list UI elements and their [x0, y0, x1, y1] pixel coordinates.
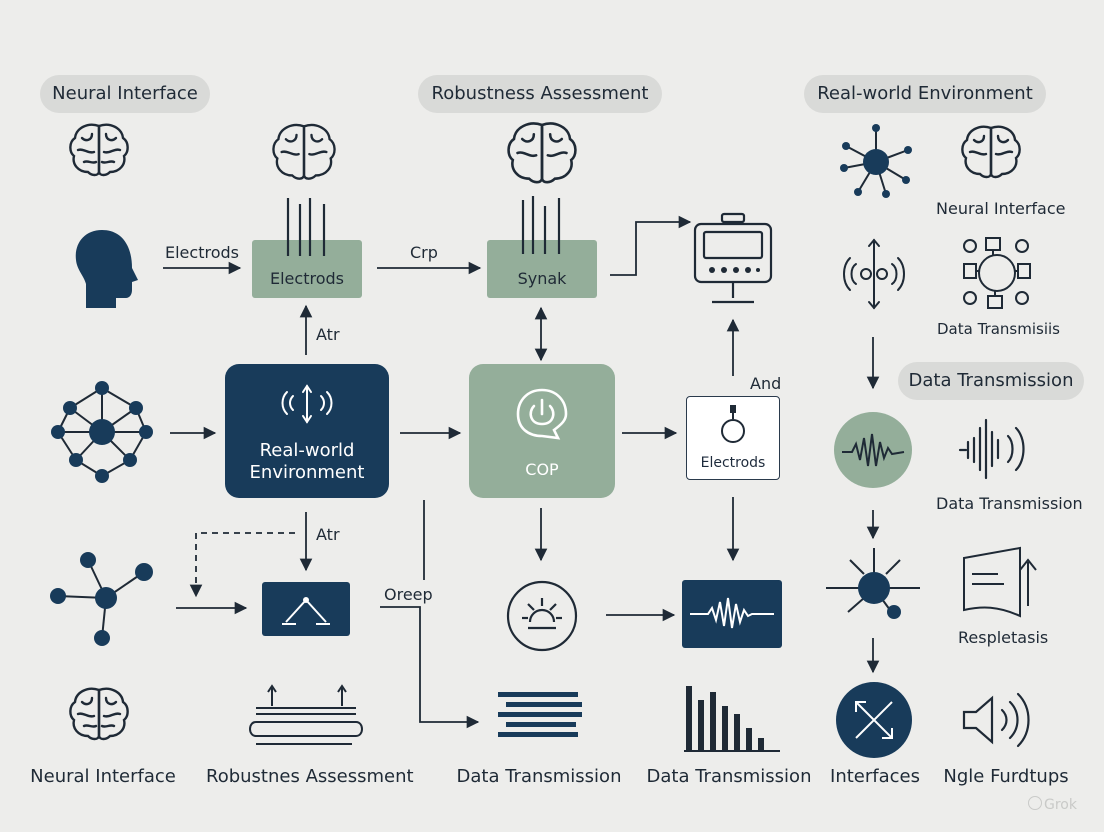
header-neural-interface: Neural Interface	[40, 75, 210, 113]
edge-label-oreep: Oreep	[384, 585, 433, 604]
triangle-icon	[282, 597, 330, 625]
crossed-arrows-circle	[836, 682, 912, 758]
cop-label: COP	[525, 460, 559, 479]
speaker-wave-icon	[962, 692, 1030, 748]
power-chat-icon	[516, 388, 568, 440]
real-world-environment-box: Real-world Environment	[225, 364, 389, 498]
real-world-environment-label: Real-world Environment	[249, 440, 365, 483]
head-profile-icon	[75, 230, 138, 308]
network-node-icon	[51, 381, 153, 483]
edge-label-electrods: Electrods	[165, 243, 239, 262]
bottom-label-robustness: Robustnes Assessment	[206, 766, 414, 787]
edge-label-and: And	[750, 374, 782, 393]
molecule-icon	[50, 552, 153, 646]
brain-icon	[69, 687, 129, 741]
bottom-label-data-transmission-2: Data Transmission	[646, 766, 812, 787]
synak-box: Synak	[487, 196, 597, 298]
brain-icon	[961, 125, 1021, 179]
edge-label-atr-top: Atr	[316, 325, 340, 344]
bottom-label-neural-interface: Neural Interface	[30, 766, 176, 787]
edge-label-crp: Crp	[410, 243, 438, 262]
pulse-circle	[834, 412, 912, 488]
bidirectional-signal-icon	[843, 238, 905, 310]
crossed-arrows-icon	[855, 701, 893, 739]
monitor-device-icon	[693, 212, 773, 304]
right-label-respletasis: Respletasis	[958, 628, 1049, 647]
sensor-icon	[721, 405, 745, 443]
text-lines-icon	[498, 692, 582, 737]
edge-label-atr-bottom: Atr	[316, 525, 340, 544]
circuit-network-icon	[963, 237, 1031, 309]
electrodes-device-box: Electrods	[686, 396, 780, 480]
sound-wave-icon	[958, 418, 1025, 480]
right-label-data-transmission: Data Transmission	[936, 494, 1083, 513]
cop-box: COP	[469, 364, 615, 498]
electrodes-box: Electrods	[252, 198, 362, 298]
signal-waves-icon	[281, 384, 333, 424]
waveform-box	[682, 580, 782, 648]
hub-node-icon	[840, 124, 912, 198]
header-data-transmission: Data Transmission	[898, 362, 1084, 400]
brain-icon	[69, 123, 129, 177]
bottom-label-data-transmission-1: Data Transmission	[456, 766, 622, 787]
electrodes-device-label: Electrods	[700, 455, 766, 471]
bookmark-chart-icon	[963, 546, 1037, 618]
bottom-label-ngle: Ngle Furdtups	[943, 766, 1069, 787]
header-robustness-assessment: Robustness Assessment	[418, 75, 662, 113]
waveform-icon	[690, 597, 774, 629]
brain-icon	[272, 123, 336, 180]
right-label-neural-interface: Neural Interface	[936, 199, 1066, 218]
electrode-pins-icon	[521, 196, 561, 254]
bar-chart-icon	[684, 686, 780, 752]
pulse-waveform-icon	[842, 433, 905, 467]
watermark: Grok	[1028, 796, 1077, 813]
junction-node-icon	[826, 548, 920, 619]
brain-icon	[507, 122, 577, 184]
right-label-data-transmisiis: Data Transmisiis	[937, 320, 1060, 338]
sun-gear-icon	[506, 580, 578, 652]
pipes-arrows-icon	[249, 684, 363, 745]
triangle-node-box	[262, 582, 350, 636]
header-real-world-environment: Real-world Environment	[804, 75, 1046, 113]
bottom-label-interfaces: Interfaces	[830, 766, 920, 787]
watermark-logo-icon	[1028, 796, 1042, 810]
electrode-pins-icon	[286, 198, 326, 256]
